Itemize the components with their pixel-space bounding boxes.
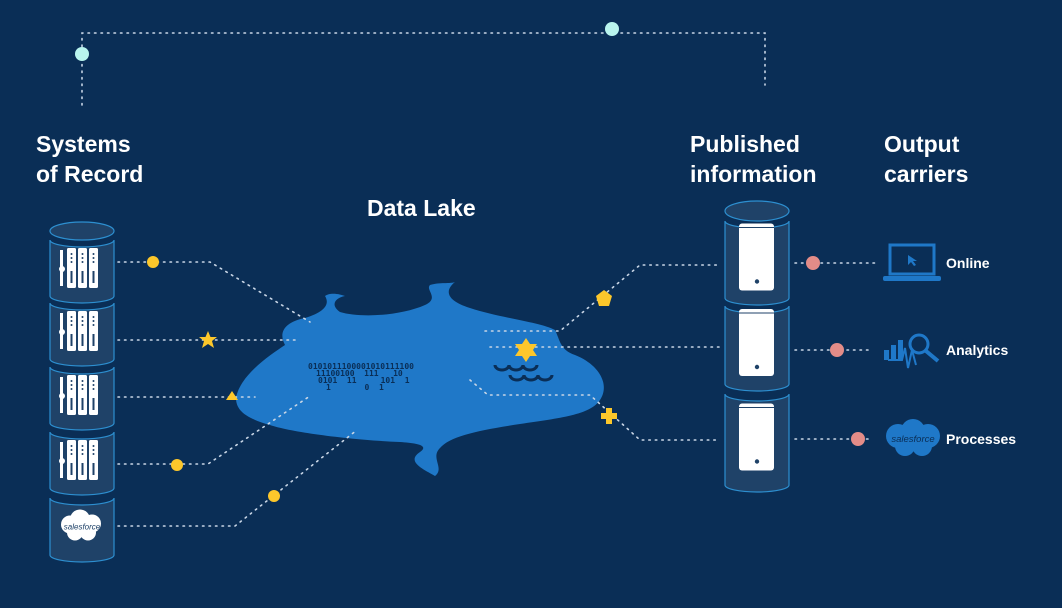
server-tower-icon	[739, 223, 774, 291]
circle-marker	[268, 490, 280, 502]
svg-text:0101011100001010111100: 0101011100001010111100	[308, 362, 414, 371]
systems-of-record-heading: Systems of Record	[36, 131, 144, 187]
svg-text:1 0 1: 1 0 1	[326, 383, 384, 392]
server-tower-icon	[739, 403, 774, 471]
data-lake-heading: Data Lake	[367, 195, 476, 221]
cylinder-top	[49, 221, 115, 241]
waves-icon	[493, 364, 554, 382]
svg-text:salesforce: salesforce	[891, 434, 934, 445]
server-rack-icon	[59, 440, 98, 480]
left-connectors	[117, 256, 358, 527]
svg-text:11100100 111 10: 11100100 111 10	[316, 369, 403, 378]
circle-marker	[830, 343, 844, 357]
cylinder-top	[724, 200, 790, 222]
node-circle	[75, 47, 89, 61]
triangle-marker	[226, 391, 238, 400]
salesforce-cloud-icon: salesforce	[886, 419, 940, 456]
server-rack-icon	[59, 311, 98, 351]
published-information-heading: Published information	[690, 131, 817, 187]
output-processes-label: Processes	[946, 431, 1017, 447]
cross-marker	[601, 408, 617, 424]
circle-marker	[171, 459, 183, 471]
circle-marker	[147, 256, 159, 268]
systems-of-record-cylinder: salesforce	[49, 221, 115, 563]
output-carriers-heading: Output carriers	[884, 131, 969, 187]
circle-marker	[851, 432, 865, 446]
laptop-cursor-icon	[883, 243, 941, 281]
star-marker	[199, 331, 217, 348]
analytics-magnifier-icon	[884, 333, 940, 369]
hexagram-marker	[515, 338, 537, 362]
node-circle	[605, 22, 619, 36]
salesforce-cloud-icon: salesforce	[61, 509, 101, 541]
server-rack-icon	[59, 248, 98, 288]
published-information-cylinder	[724, 200, 790, 493]
top-connector	[75, 22, 766, 106]
svg-text:0101 11 101 1: 0101 11 101 1	[318, 376, 410, 385]
output-analytics-label: Analytics	[946, 342, 1009, 358]
server-tower-icon	[739, 309, 774, 376]
binary-data: 0101011100001010111100 11100100 111 10 0…	[308, 362, 414, 392]
server-rack-icon	[59, 375, 98, 415]
output-online-label: Online	[946, 255, 990, 271]
circle-marker	[806, 256, 820, 270]
salesforce-logo-text: salesforce	[64, 523, 101, 532]
right-connectors	[469, 256, 876, 446]
pentagon-marker	[596, 290, 612, 306]
